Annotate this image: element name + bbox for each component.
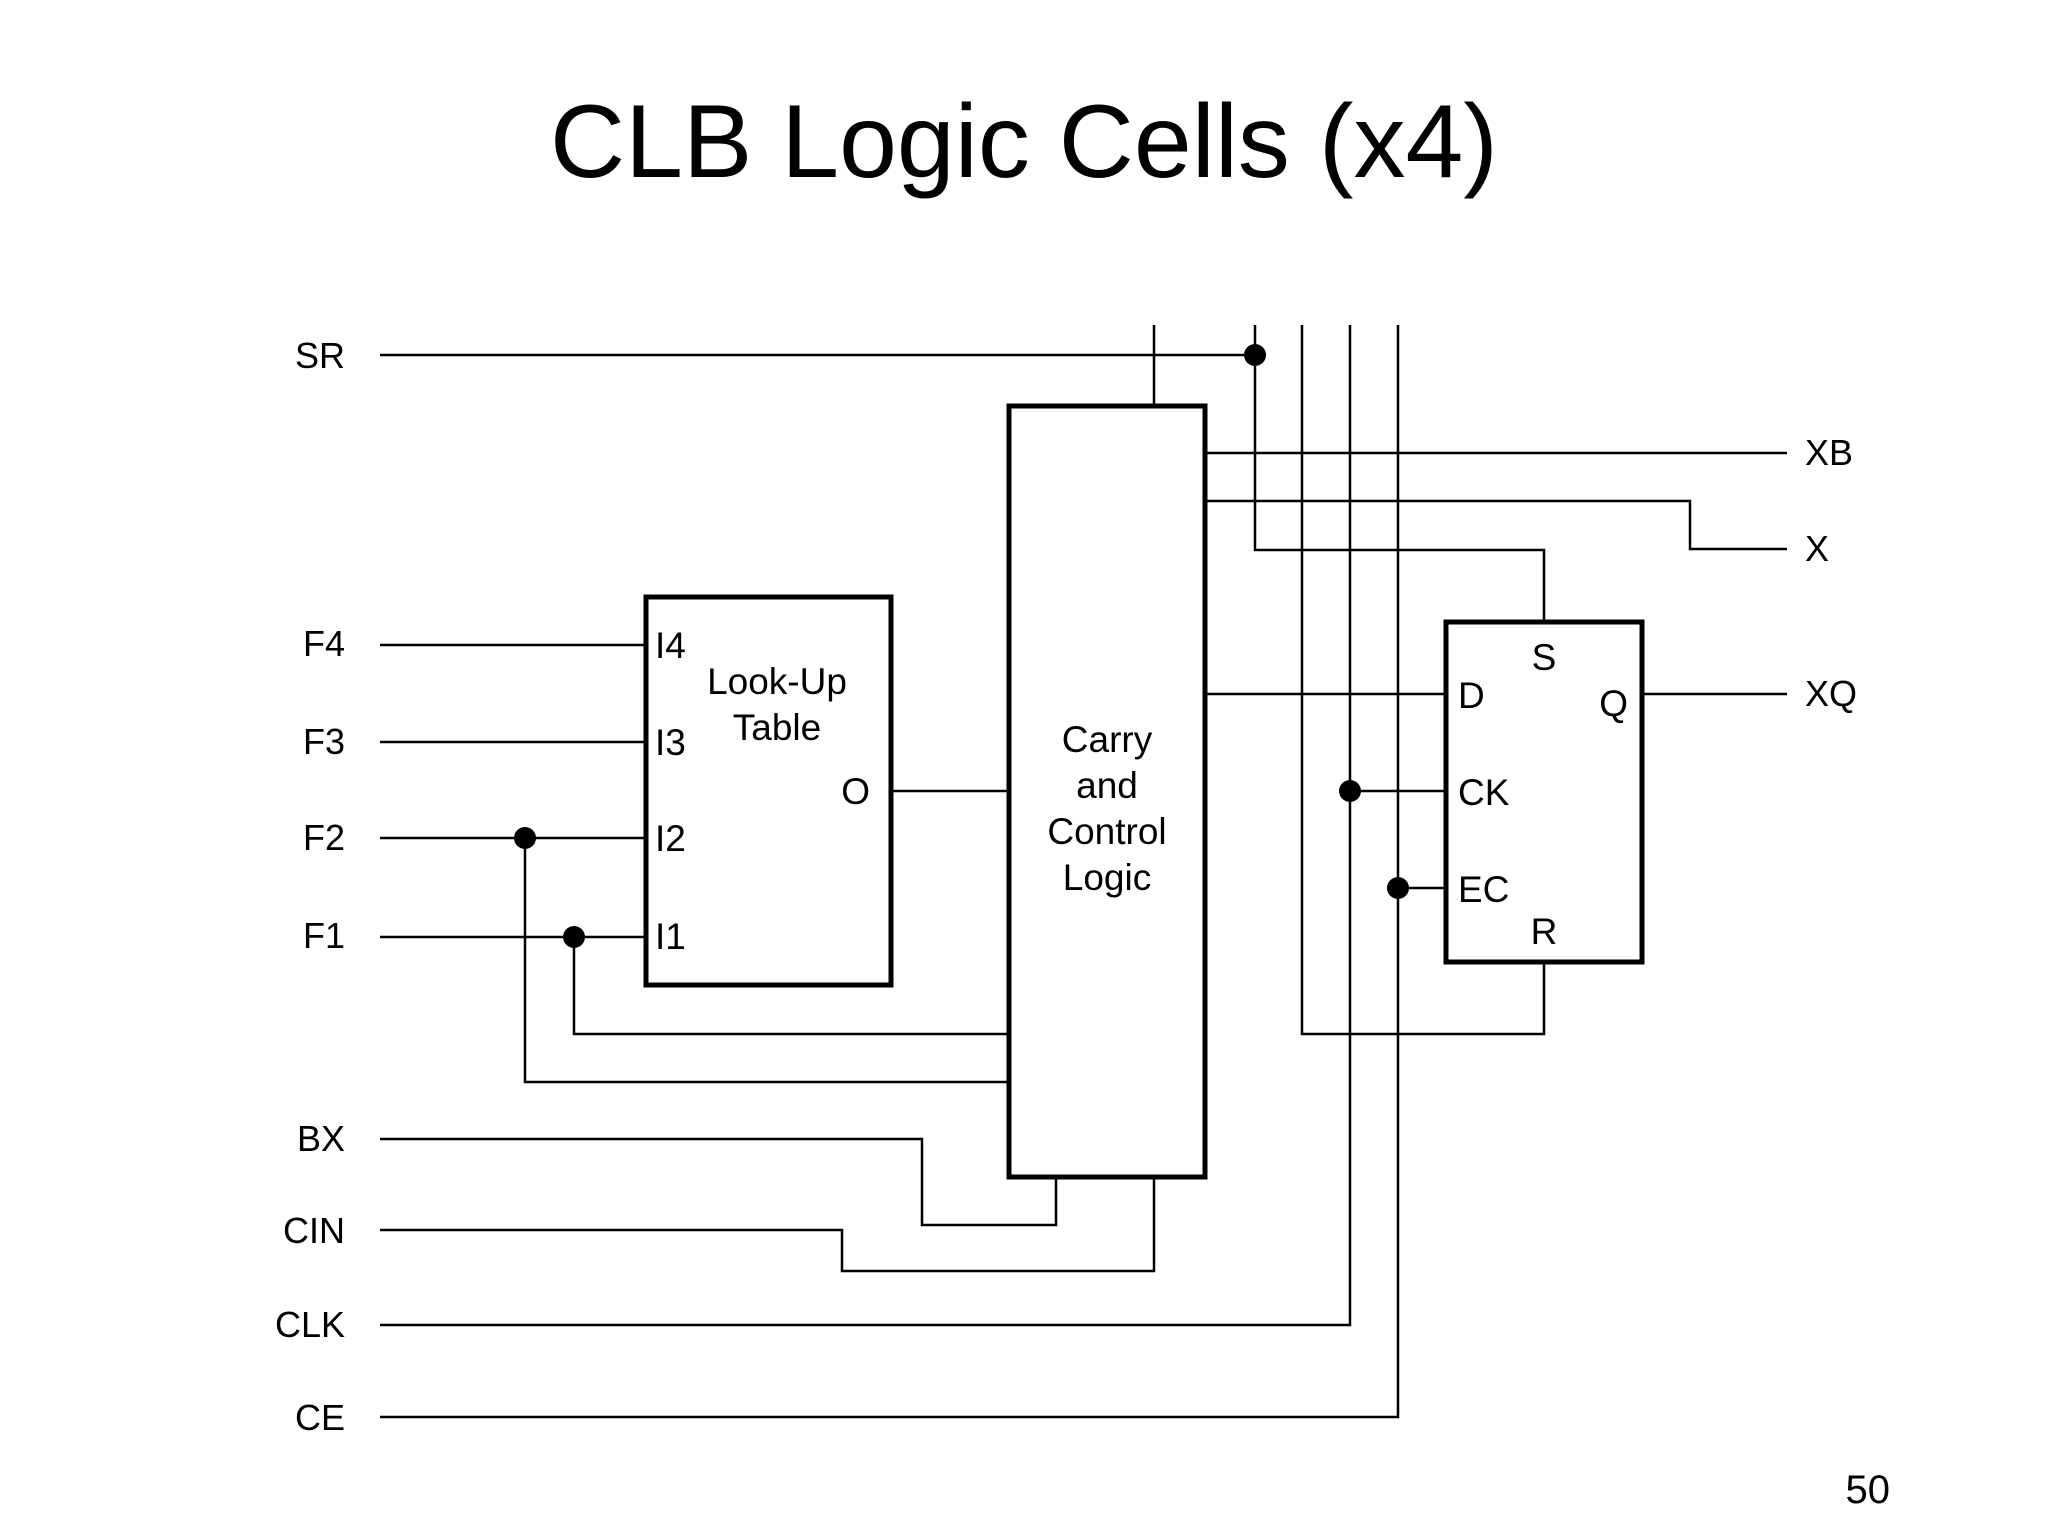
label-xq: XQ <box>1805 673 1857 714</box>
flipflop-block <box>1443 619 1645 965</box>
wire-f1-tap <box>572 937 1009 1036</box>
wire-r-bus <box>1300 325 1546 1036</box>
lut-block <box>643 594 894 988</box>
ff-pin-s: S <box>1532 637 1557 678</box>
wire-x <box>1205 499 1787 551</box>
page-number: 50 <box>1845 1468 1891 1512</box>
label-f3: F3 <box>303 721 345 762</box>
ff-pin-ec: EC <box>1458 869 1509 910</box>
lut-title-line1: Look-Up <box>707 661 847 702</box>
input-labels: SR F4 F3 F2 F1 BX CIN CLK CE <box>275 335 345 1438</box>
label-sr: SR <box>295 335 345 376</box>
junction-f1 <box>563 926 585 948</box>
carry-line4: Logic <box>1063 857 1151 898</box>
label-clk: CLK <box>275 1304 345 1345</box>
label-f2: F2 <box>303 817 345 858</box>
junction-f2 <box>514 827 536 849</box>
ff-pin-r: R <box>1531 911 1558 952</box>
label-bx: BX <box>297 1118 345 1159</box>
lut-pin-i4: I4 <box>655 625 686 666</box>
carry-line1: Carry <box>1062 719 1153 760</box>
label-ce: CE <box>295 1397 345 1438</box>
carry-line2: and <box>1076 765 1138 806</box>
wire-sr-to-s <box>1253 325 1546 622</box>
ff-pin-ck: CK <box>1458 772 1510 813</box>
label-cin: CIN <box>283 1210 345 1251</box>
wire-cin <box>380 1177 1156 1273</box>
output-labels: XB X XQ <box>1805 432 1857 714</box>
carry-control-block <box>1006 403 1208 1180</box>
lut-pin-o: O <box>841 771 870 812</box>
flipflop-text: S D Q CK EC R <box>1458 637 1628 952</box>
lut-title-line2: Table <box>733 707 821 748</box>
lut-pin-i1: I1 <box>655 916 686 957</box>
wire-ce-bus <box>380 325 1400 1419</box>
junction-sr <box>1244 344 1266 366</box>
wires <box>380 325 1787 1419</box>
lut-pin-i3: I3 <box>655 722 686 763</box>
wire-clk-bus <box>380 325 1352 1327</box>
carry-text: Carry and Control Logic <box>1047 719 1166 898</box>
label-f4: F4 <box>303 623 345 664</box>
junctions <box>514 344 1409 948</box>
lut-text: Look-Up Table I4 I3 I2 I1 O <box>655 625 870 957</box>
ff-pin-q: Q <box>1599 683 1628 724</box>
junction-ck <box>1339 780 1361 802</box>
carry-line3: Control <box>1047 811 1166 852</box>
wire-bx <box>380 1137 1058 1227</box>
ff-pin-d: D <box>1458 675 1485 716</box>
lut-pin-i2: I2 <box>655 818 686 859</box>
label-x: X <box>1805 528 1829 569</box>
wire-f2-tap <box>523 838 1009 1084</box>
label-f1: F1 <box>303 915 345 956</box>
slide-title: CLB Logic Cells (x4) <box>550 84 1498 200</box>
junction-ec <box>1387 877 1409 899</box>
label-xb: XB <box>1805 432 1853 473</box>
